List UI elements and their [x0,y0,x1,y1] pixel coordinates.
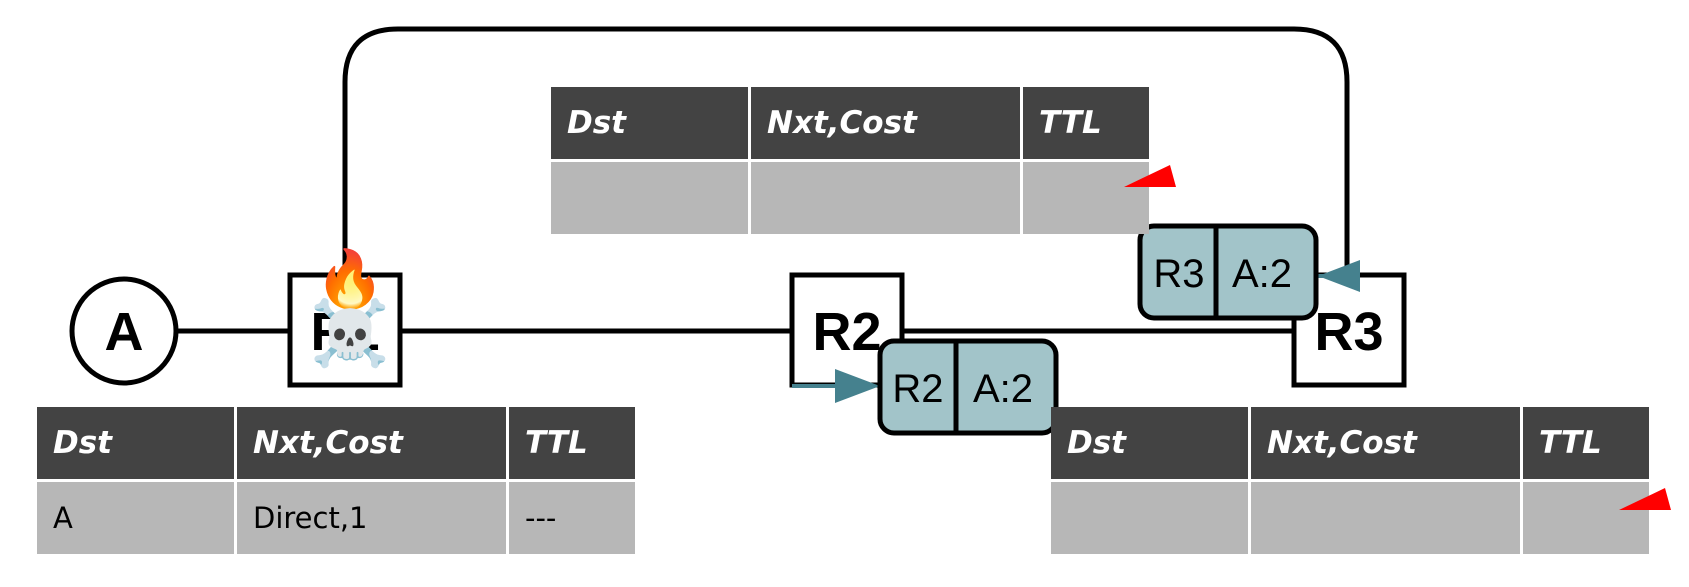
packet-r2 [877,338,1059,436]
router-r3-label: R3 [1314,302,1383,362]
skull-icon: ☠️ [310,297,390,369]
table-r3-header-dst: Dst [1051,407,1248,479]
table-row [551,162,1149,234]
table-r2-header-nxt-cost: Nxt,Cost [751,87,1020,159]
routing-table-r3: Dst Nxt,Cost TTL [1048,404,1652,557]
table-r2-header-ttl: TTL [1023,87,1149,159]
router-r1-node[interactable] [287,272,403,388]
packet-r3-route: A:2 [1232,252,1292,296]
table-r3-header-ttl: TTL [1523,407,1649,479]
routing-table-r2: Dst Nxt,Cost TTL [548,84,1152,237]
table-r3-cell-nxt-cost [1251,482,1520,554]
table-r2-cell-ttl [1023,162,1149,234]
table-r2-header-dst: Dst [551,87,748,159]
table-r1-header-dst: Dst [37,407,234,479]
table-r1-cell-dst: A [37,482,234,554]
link-r1-r3 [342,26,1350,278]
router-r2-label: R2 [812,302,881,362]
table-r2-cell-nxt-cost [751,162,1020,234]
packet-r2-route: A:2 [973,367,1033,411]
fire-icon: 🔥 [315,247,385,311]
arrow-head-r3 [1318,260,1360,292]
router-r1-label: R1 [310,302,379,362]
table-r1-cell-ttl: --- [509,482,635,554]
host-a-label: A [105,302,144,362]
table-row: A Direct,1 --- [37,482,635,554]
table-r1-header-ttl: TTL [509,407,635,479]
packet-r3 [1137,223,1319,321]
packet-r2-router: R2 [892,367,943,411]
table-r3-header-nxt-cost: Nxt,Cost [1251,407,1520,479]
table-row [1051,482,1649,554]
host-a-node[interactable] [69,276,179,386]
table-r3-cell-dst [1051,482,1248,554]
routing-table-r1: Dst Nxt,Cost TTL A Direct,1 --- [34,404,638,557]
table-r2-cell-dst [551,162,748,234]
table-r3-cell-ttl [1523,482,1649,554]
table-r1-header-nxt-cost: Nxt,Cost [237,407,506,479]
packet-r3-router: R3 [1153,252,1204,296]
table-r1-cell-nxt-cost: Direct,1 [237,482,506,554]
arrow-head-r2 [835,369,880,403]
